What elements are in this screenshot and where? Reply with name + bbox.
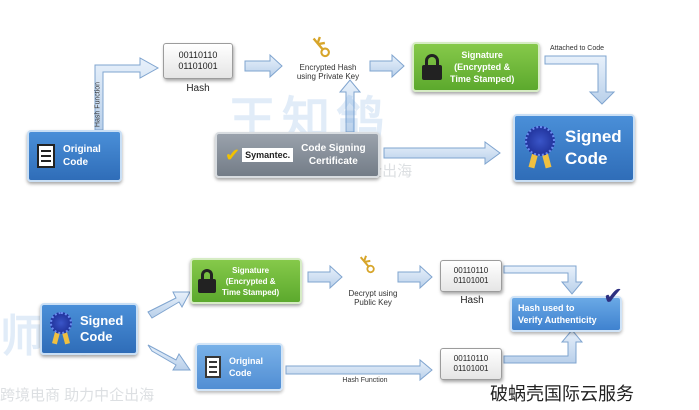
signed-code-label-bottom: Signed Code [80, 313, 124, 344]
code-signing-label: Code Signing Certificate [301, 143, 366, 167]
hash-box-bottom: 00110110 01101001 [440, 260, 502, 292]
award-ribbon-icon-bottom [50, 312, 72, 346]
hash-bits-bottom-2: 01101001 [453, 276, 489, 285]
original-code-box-bottom: Original Code [195, 343, 283, 391]
signature-box-top: Signature (Encrypted & Time Stamped) [412, 42, 540, 92]
hash-box-top: 00110110 01101001 [163, 43, 233, 79]
original-code-label-bottom: Original Code [229, 356, 264, 378]
verify-box: Hash used to Verify Authenticity [510, 296, 622, 332]
arrow-cert-to-key [338, 79, 362, 133]
hash-bits-bottom-1: 00110110 [453, 266, 489, 275]
arrow-hash-to-key [244, 53, 283, 79]
hash2-bits-1: 00110110 [453, 354, 489, 363]
checkmark-verify-icon: ✔ [603, 283, 624, 310]
arrow-key-to-signature [369, 53, 405, 79]
original-code-box: Original Code [27, 130, 122, 182]
signed-code-box-bottom: Signed Code [40, 303, 138, 355]
decrypt-label: Decrypt using Public Key [348, 289, 398, 307]
signature-box-bottom: Signature (Encrypted & Time Stamped) [190, 258, 302, 304]
watermark-text-bottom: 跨境电商 助力中企出海 [0, 387, 155, 404]
hash-bits-line-2: 01101001 [178, 61, 218, 71]
document-icon [37, 144, 55, 168]
arrow-hash-function [94, 57, 160, 131]
arrow-signed-to-original [147, 344, 191, 371]
hash-box-bottom-2: 00110110 01101001 [440, 348, 502, 380]
arrow-original-hash-fn [285, 358, 433, 382]
signature-label-bottom: Signature (Encrypted & Time Stamped) [222, 265, 280, 297]
arrow-hash2-to-verify [503, 329, 584, 364]
symantec-logo: Symantec. [242, 148, 294, 162]
arrow-attached [544, 55, 616, 105]
document-icon-bottom [205, 356, 221, 378]
padlock-icon-bottom [198, 269, 216, 293]
code-signing-cert-box: ✔ Symantec. Code Signing Certificate [215, 132, 380, 178]
padlock-icon [422, 54, 442, 80]
signed-code-box-top: Signed Code [513, 114, 635, 182]
hash-label-bottom: Hash [460, 295, 484, 306]
hash-function-label-bottom: Hash Function [342, 377, 388, 384]
arrow-cert-to-signed [383, 141, 501, 165]
hash-label-top: Hash [186, 83, 210, 94]
arrow-sig-to-key [307, 264, 343, 290]
arrow-hash-to-verify [503, 265, 584, 295]
checkmark-icon: ✔ [225, 144, 241, 165]
signature-label-top: Signature (Encrypted & Time Stamped) [450, 50, 515, 84]
award-ribbon-icon [525, 126, 555, 170]
arrow-signed-to-signature [147, 291, 191, 319]
signed-code-label-top: Signed Code [565, 127, 622, 168]
encrypted-hash-label: Encrypted Hash using Private Key [296, 63, 360, 81]
attached-label: Attached to Code [549, 45, 605, 52]
footer-watermark: 破蜗壳国际云服务 [490, 384, 634, 404]
hash-function-label: Hash Function [94, 81, 102, 128]
hash-bits-line-1: 00110110 [178, 50, 218, 60]
verify-label: Hash used to Verify Authenticity [518, 303, 597, 325]
original-code-label: Original Code [63, 144, 101, 168]
arrow-key-to-hash [397, 264, 433, 290]
hash2-bits-2: 01101001 [453, 364, 489, 373]
